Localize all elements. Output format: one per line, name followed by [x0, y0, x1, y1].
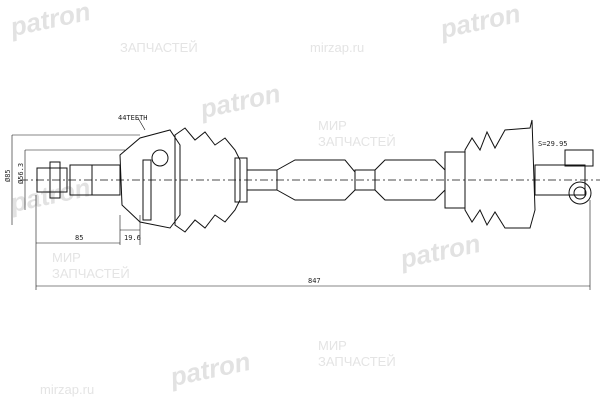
- spline-end: [564, 149, 594, 167]
- watermark-text: ЗАПЧАСТЕЙ: [318, 134, 396, 149]
- teeth-label: 44TEETH: [118, 114, 148, 122]
- stub-nut: [36, 167, 68, 193]
- inner-boot: [464, 119, 536, 229]
- length-joint-label: 19.6: [124, 234, 141, 242]
- stub-spline: [69, 164, 121, 196]
- inner-diameter-label: Ø56.3: [17, 163, 25, 184]
- tripod-eye: [568, 181, 592, 205]
- abs-ring: [142, 159, 152, 221]
- outer-cv-joint: [119, 129, 181, 229]
- total-length-label: 847: [308, 277, 321, 285]
- stub-washer: [49, 161, 61, 199]
- watermark-site: mirzap.ru: [310, 40, 365, 55]
- spline-label: S=29.95: [538, 140, 568, 148]
- outer-boot: [174, 127, 241, 233]
- inner-housing: [534, 164, 586, 196]
- watermark-site: mirzap.ru: [40, 382, 95, 397]
- watermark-text: МИР: [318, 338, 347, 353]
- length-left-label: 85: [75, 234, 83, 242]
- watermark-text: МИР: [52, 250, 81, 265]
- watermark-text: МИР: [318, 118, 347, 133]
- watermark-text: ЗАПЧАСТЕЙ: [120, 40, 198, 55]
- watermark-text: ЗАПЧАСТЕЙ: [52, 266, 130, 281]
- outer-diameter-label: Ø85: [4, 169, 12, 182]
- watermark-text: ЗАПЧАСТЕЙ: [318, 354, 396, 369]
